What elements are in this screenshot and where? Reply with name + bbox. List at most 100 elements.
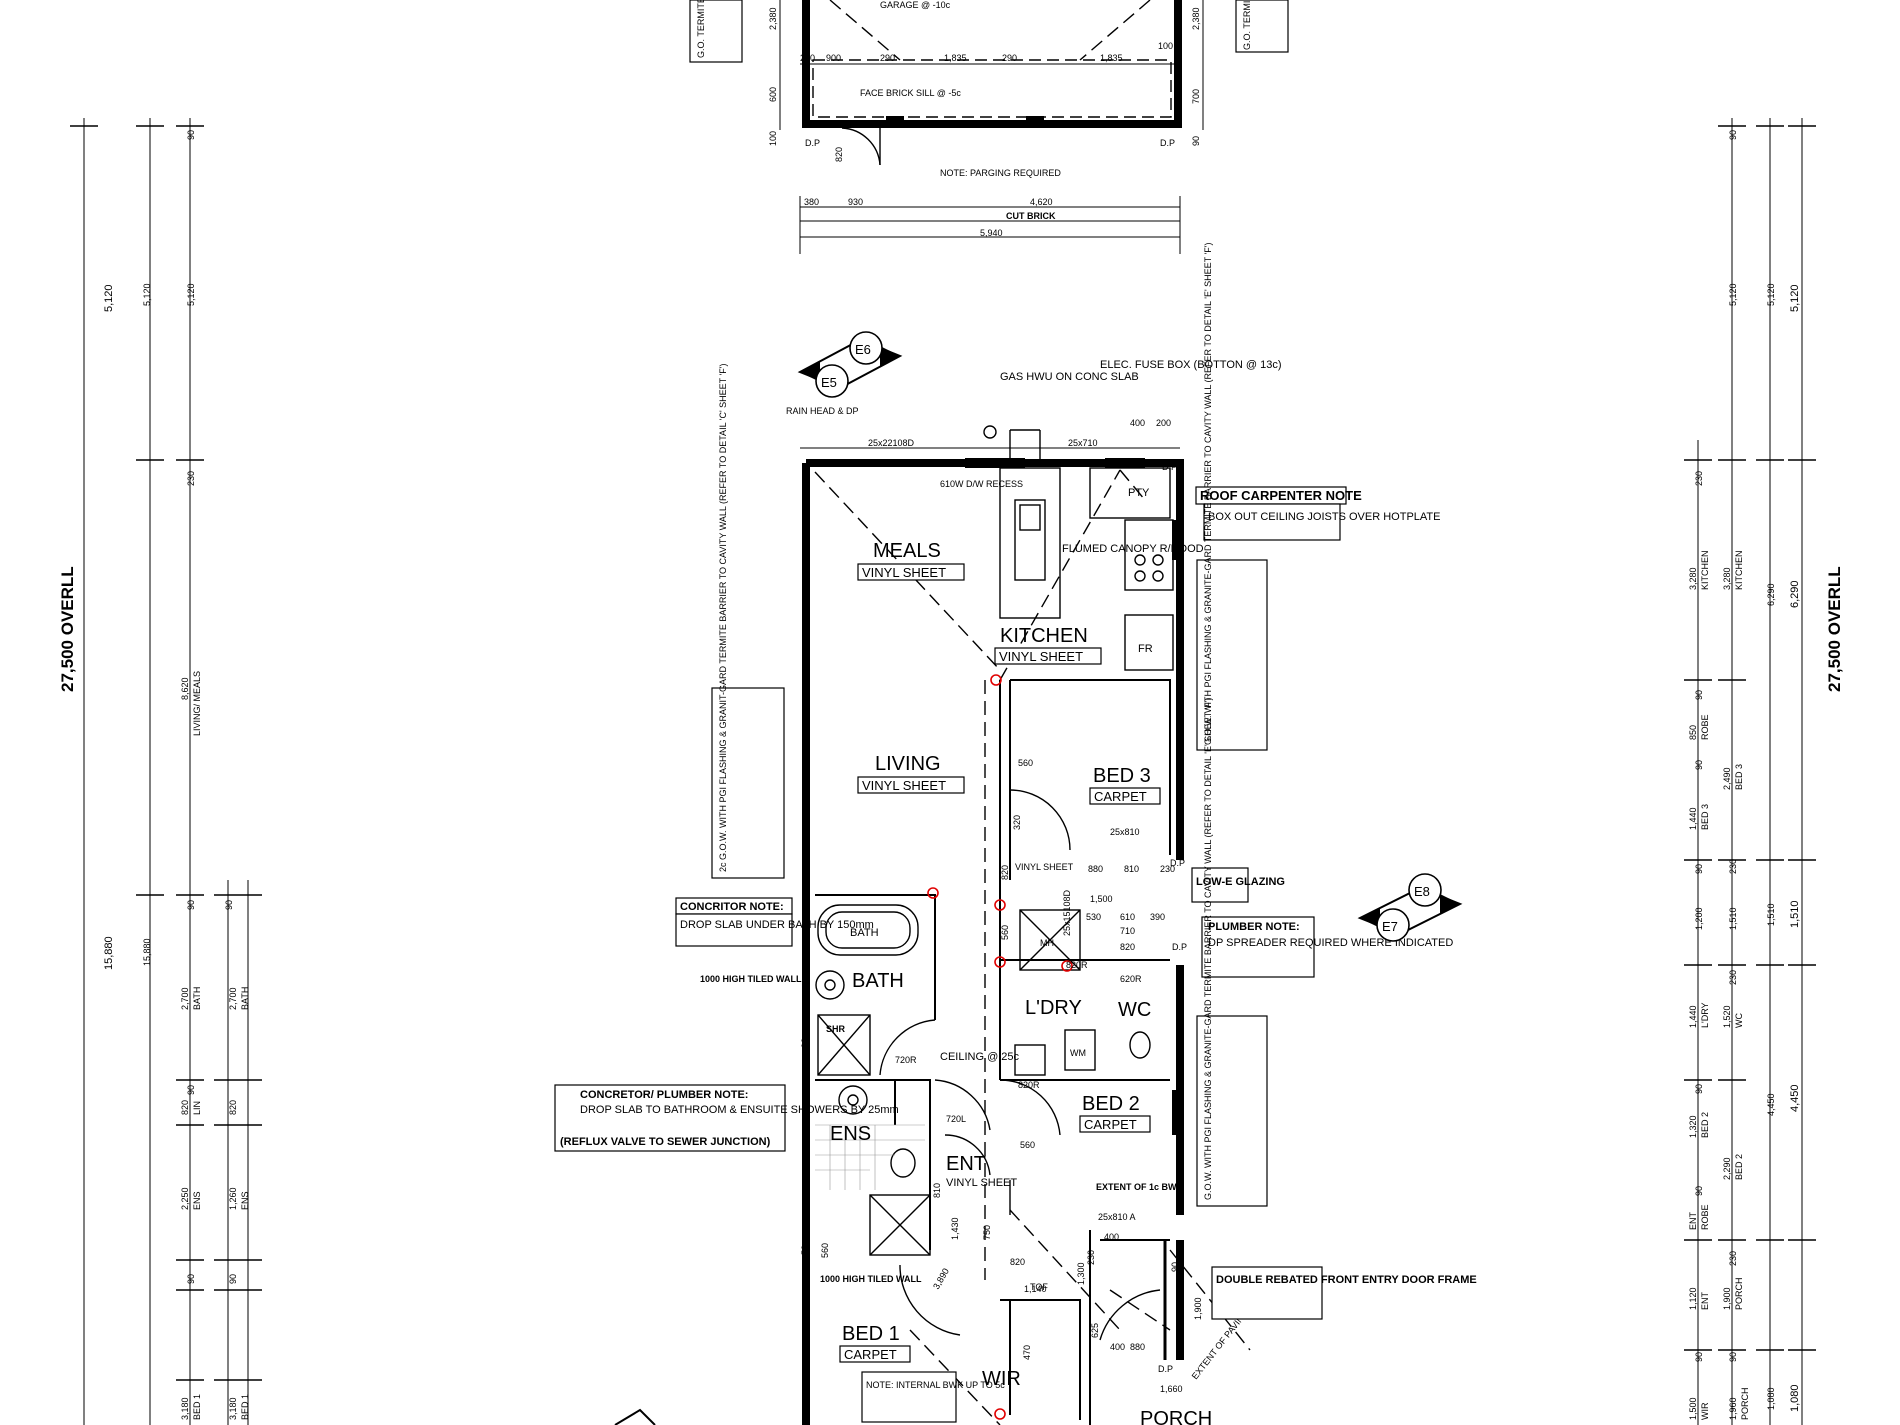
right-room-27: 90 xyxy=(1694,1186,1704,1196)
misc-dim-12: 1,500 xyxy=(1090,894,1113,904)
garage-side-right-1: 700 xyxy=(1191,89,1201,104)
bed3-label: BED 3 xyxy=(1093,765,1151,787)
left-lower-8: 820 xyxy=(228,1100,238,1115)
misc-dim-20: 710 xyxy=(1120,926,1135,936)
right-room-22: 90 xyxy=(1694,1084,1704,1094)
garage-bottom-dim-2: 4,620 xyxy=(1030,197,1053,207)
right-room-21: WC xyxy=(1734,1013,1744,1028)
cut-brick-label: CUT BRICK xyxy=(1006,211,1056,221)
right-chain-2: 5,120 xyxy=(1789,284,1801,312)
bed1-label: BED 1 xyxy=(842,1323,900,1345)
left-lower-6: 820 xyxy=(180,1100,190,1115)
overall-dim-left: 27,500 OVERLL xyxy=(58,566,77,692)
concritor-note-body: DROP SLAB UNDER BATH BY 150mm xyxy=(680,919,874,931)
misc-dim-9: 720L xyxy=(946,1114,966,1124)
left-lower-10: 2,250 xyxy=(180,1187,190,1210)
left-lower-16: 3,180 xyxy=(180,1397,190,1420)
bed3-floor-label: CARPET xyxy=(1094,789,1147,804)
shr-label: SHR xyxy=(826,1024,846,1034)
left-lower-18: 3,180 xyxy=(228,1397,238,1420)
misc-dim-2: 560 xyxy=(1018,758,1033,768)
right-room-4: KITCHEN xyxy=(1734,550,1744,590)
ceiling-label: CEILING @ 25c xyxy=(940,1051,1020,1063)
right-room-14: 230 xyxy=(1728,859,1738,874)
misc-dim-18: 390 xyxy=(1150,912,1165,922)
right-room-5: 90 xyxy=(1694,690,1704,700)
right-room-2: KITCHEN xyxy=(1700,550,1710,590)
misc-dim-13: 880 xyxy=(1088,864,1103,874)
note-boxes: ROOF CARPENTER NOTE BOX OUT CEILING JOIS… xyxy=(554,243,1477,1320)
right-room-32: ENT xyxy=(1700,1291,1710,1310)
marker-e7: E7 xyxy=(1382,919,1398,934)
gdw-right-note-1: G.O.W. WITH PGI FLASHING & GRANITE-GARD … xyxy=(1203,243,1213,745)
elec-fuse-label: ELEC. FUSE BOX (BOTTON @ 13c) xyxy=(1100,359,1282,371)
elevation-marker-e5-e6: E6 E5 xyxy=(797,331,903,398)
left-lower-11: ENS xyxy=(192,1191,202,1210)
right-room-33: 1,900 xyxy=(1722,1287,1732,1310)
bath-fixtures: BATH SHR WM MH xyxy=(815,904,1151,1256)
ent-floor-label: VINYL SHEET xyxy=(946,1177,1017,1189)
right-room-37: 1,500 xyxy=(1688,1397,1698,1420)
right-room-3: 3,280 xyxy=(1722,567,1732,590)
right-room-8: 90 xyxy=(1694,760,1704,770)
left-dimension-texts: 27,500 OVERLL 90 5,120 5,120 5,120 15,88… xyxy=(58,130,250,1420)
misc-dim-3: 620R xyxy=(1120,974,1142,984)
overall-dim-right: 27,500 OVERLL xyxy=(1825,566,1844,692)
right-room-30: 230 xyxy=(1728,1251,1738,1266)
tof-label: TOF xyxy=(1030,1282,1048,1292)
misc-dim-28: 470 xyxy=(1022,1345,1032,1360)
left-lower-15: 90 xyxy=(228,1274,238,1284)
misc-dim-1: 200 xyxy=(1156,418,1171,428)
garage-bottom-dim-0: 380 xyxy=(804,197,819,207)
left-lower-4: BATH xyxy=(240,987,250,1010)
right-room-25: 2,290 xyxy=(1722,1157,1732,1180)
left-lower-3: 2,700 xyxy=(228,987,238,1010)
garage-block: GARAGE @ -10c FACE BRICK SILL @ -5c NOTE… xyxy=(802,0,1182,178)
right-room-35: 90 xyxy=(1694,1352,1704,1362)
left-lower-17: BED 1 xyxy=(192,1394,202,1420)
right-room-18: 1,440 xyxy=(1688,1005,1698,1028)
window-size-4: 25x15108D xyxy=(1062,889,1072,936)
left-lower-7: LIN xyxy=(192,1101,202,1115)
right-room-36: 90 xyxy=(1728,1352,1738,1362)
vinyl-sheet-small-label: VINYL SHEET xyxy=(1015,862,1074,872)
right-dimension-texts: 27,500 OVERLL 5,120 5,120 5,120 90 6,290… xyxy=(1688,130,1844,1420)
bed2-label: BED 2 xyxy=(1082,1093,1140,1115)
wc-label: WC xyxy=(1118,999,1151,1021)
meals-label: MEALS xyxy=(873,540,941,562)
left-lower-14: 90 xyxy=(186,1274,196,1284)
misc-dim-17: 610 xyxy=(1120,912,1135,922)
elevation-marker-bottom xyxy=(614,1408,656,1425)
plumber-note-body: DP SPREADER REQUIRED WHERE INDICATED xyxy=(1208,937,1453,949)
right-room-7: ROBE xyxy=(1700,714,1710,740)
house-walls xyxy=(802,458,1184,1425)
misc-dim-8: 720R xyxy=(895,1055,917,1065)
dp-label-mid: D.P xyxy=(1170,858,1185,868)
misc-dim-36: 810 xyxy=(932,1183,942,1198)
right-room-23: 1,320 xyxy=(1688,1115,1698,1138)
rainhead-label: RAIN HEAD & DP xyxy=(786,406,859,416)
misc-dim-4: 320 xyxy=(1012,815,1022,830)
right-room-17: 230 xyxy=(1728,970,1738,985)
left-sub-2: LIVING/ MEALS xyxy=(192,671,202,736)
kitchen-fixtures: PTY FR xyxy=(983,425,1174,671)
dp-label-top: D.P xyxy=(1162,462,1177,472)
misc-dim-11: 820R xyxy=(1066,960,1088,970)
misc-dim-7: 560 xyxy=(1000,925,1010,940)
misc-dim-23: 820 xyxy=(1010,1257,1025,1267)
right-room-28: ENT xyxy=(1688,1211,1698,1230)
concretor-plumber-body: DROP SLAB TO BATHROOM & ENSUITE SHOWERS … xyxy=(580,1104,899,1116)
right-chain-5: 6,290 xyxy=(1789,580,1801,608)
garage-dimensions: 290 900 290 1,835 290 1,835 100 380 930 … xyxy=(768,0,1204,254)
left-chain-0: 90 xyxy=(186,130,196,140)
misc-dim-25: 1,430 xyxy=(950,1217,960,1240)
left-lower-9: 90 xyxy=(186,1085,196,1095)
left-dimension-strings xyxy=(70,118,262,1425)
low-e-note: LOW-E GLAZING xyxy=(1196,876,1285,888)
right-room-38: WIR xyxy=(1700,1402,1710,1420)
right-room-19: L'DRY xyxy=(1700,1002,1710,1028)
misc-dim-27: 3,890 xyxy=(931,1266,951,1291)
living-label: LIVING xyxy=(875,753,941,775)
marker-e6: E6 xyxy=(855,342,871,357)
door-swings xyxy=(879,789,1161,1341)
